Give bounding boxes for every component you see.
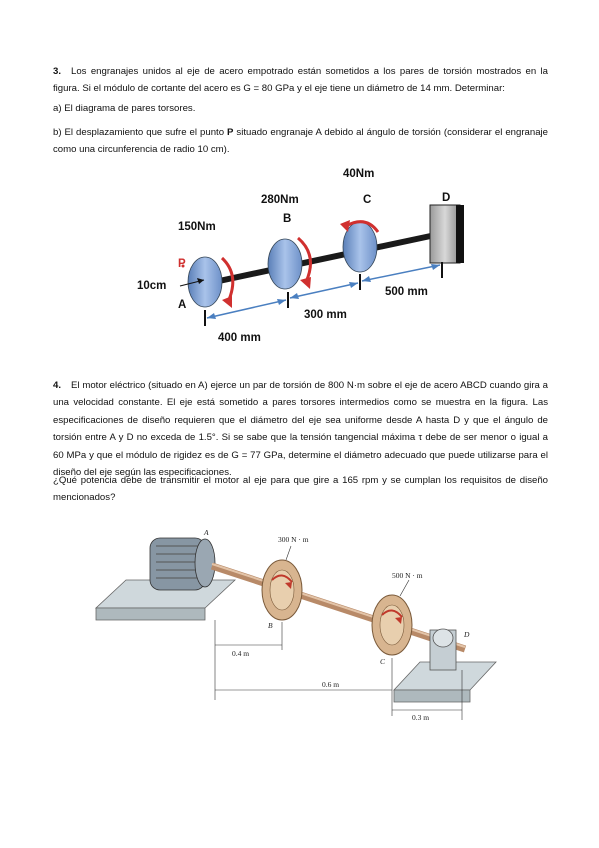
problem3-number: 3.	[53, 66, 62, 77]
radius-label: 10cm	[137, 280, 166, 292]
bearing-d	[429, 629, 457, 671]
gear-a	[187, 256, 223, 308]
problem3-item-b-post: situado engranaje A debido al ángulo de …	[53, 127, 548, 156]
motor	[149, 537, 206, 591]
problem3-item-b: b) El desplazamiento que sufre el punto …	[53, 124, 548, 159]
torque-arrow-c	[345, 220, 380, 233]
torque-c-2-label: 500 N · m	[392, 571, 423, 580]
point-c-2-label: C	[380, 657, 386, 666]
problem3-statement: 3.Los engranajes unidos al eje de acero …	[53, 63, 548, 98]
gear-c	[342, 221, 378, 273]
gear-b	[267, 238, 303, 290]
dim-ac-2-label: 0.6 m	[322, 680, 339, 689]
torque-c-label: 40Nm	[343, 168, 374, 180]
gear-c-2	[371, 594, 413, 656]
dim-ab-label: 400 mm	[218, 332, 261, 344]
torque-a-label: 150Nm	[178, 221, 216, 233]
problem3-item-b-bold: P	[227, 127, 234, 138]
problem3-item-b-pre: b) El desplazamiento que sufre el punto	[53, 127, 228, 138]
torque-arrow-a	[220, 256, 235, 303]
problem3-item-a-text: a) El diagrama de pares torsores.	[53, 103, 196, 114]
problem4-question-text: ¿Qué potencia debe de transmitir el moto…	[53, 475, 548, 504]
problem4-statement: 4.El motor eléctrico (situado en A) ejer…	[53, 377, 548, 481]
shaft-2	[210, 562, 467, 653]
point-c-label: C	[363, 194, 371, 206]
dim-cd-label: 500 mm	[385, 286, 428, 298]
point-p-label: P	[178, 258, 186, 270]
gear-b-2	[261, 559, 303, 621]
dim-ab-2-label: 0.4 m	[232, 649, 249, 658]
point-a-2-label: A	[203, 528, 209, 537]
problem3-item-a: a) El diagrama de pares torsores.	[53, 100, 548, 117]
shaft	[204, 231, 441, 287]
dim-bc-label: 300 mm	[304, 309, 347, 321]
wall-support	[429, 204, 461, 264]
torque-arrow-b	[296, 236, 312, 283]
point-b-2-label: B	[268, 621, 273, 630]
point-d-label: D	[442, 192, 450, 204]
torque-b-label: 280Nm	[261, 194, 299, 206]
problem4-question: ¿Qué potencia debe de transmitir el moto…	[53, 472, 548, 507]
problem4-number: 4.	[53, 380, 62, 391]
problem3-text: Los engranajes unidos al eje de acero em…	[53, 66, 548, 95]
point-b-label: B	[283, 213, 291, 225]
figure-problem4: 300 N · m 500 N · m A B C D 0.4 m 0.6 m …	[94, 528, 497, 722]
problem4-text: El motor eléctrico (situado en A) ejerce…	[53, 380, 548, 479]
point-a-label: A	[178, 299, 186, 311]
point-d-2-label: D	[463, 630, 470, 639]
torque-b-2-label: 300 N · m	[278, 535, 309, 544]
dim-cd-2-label: 0.3 m	[412, 713, 429, 722]
